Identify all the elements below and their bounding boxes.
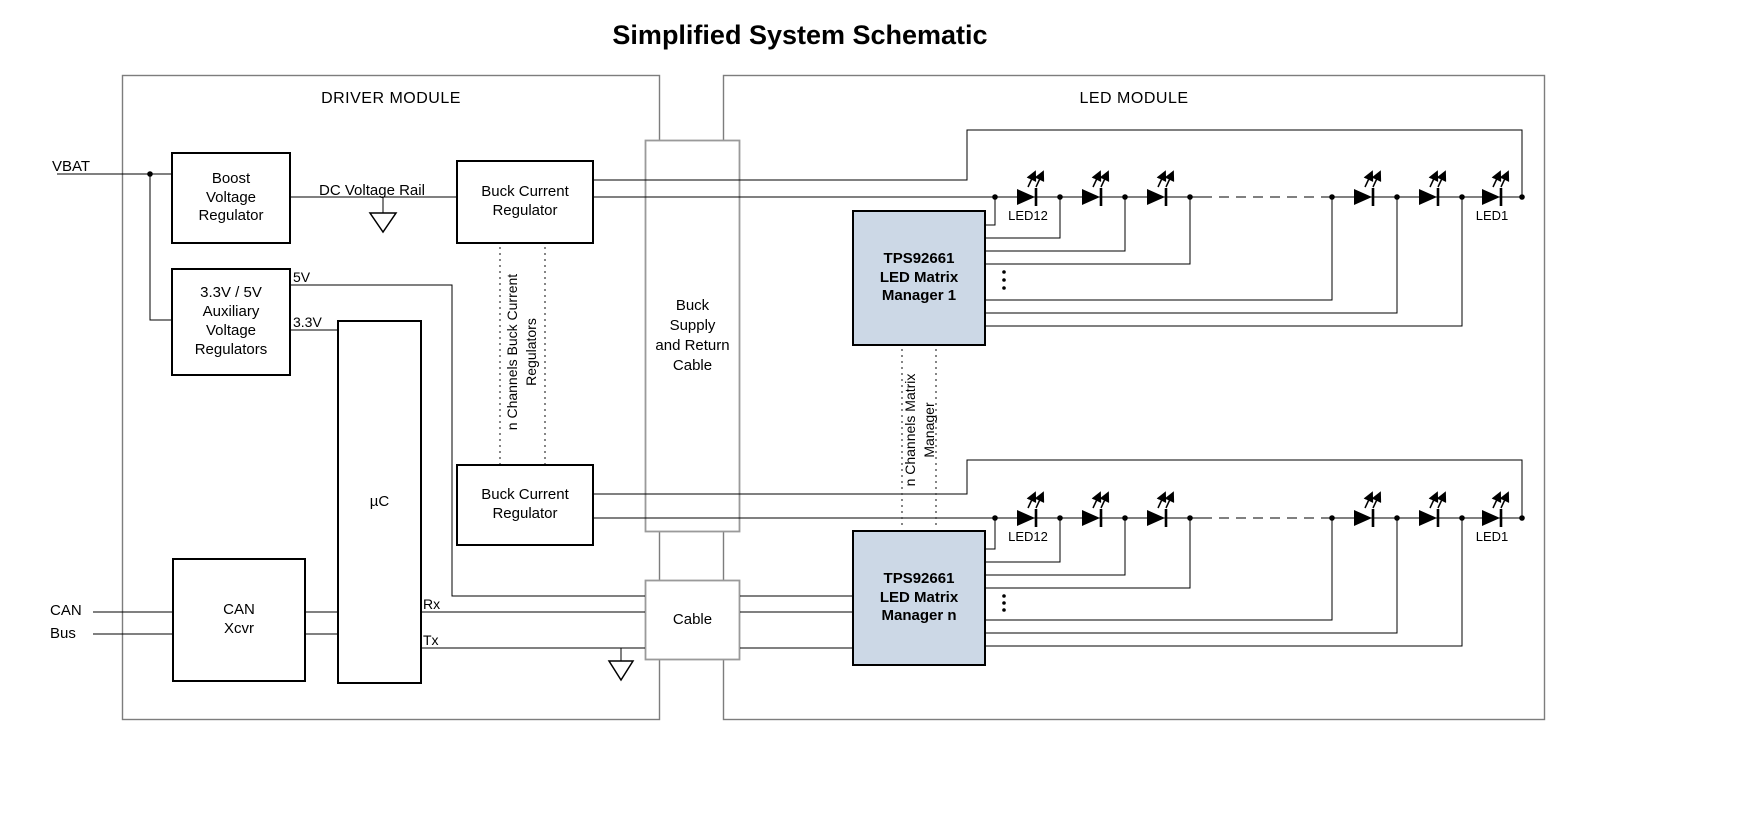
buck-cable-label: Buck Supply and Return Cable <box>655 296 730 375</box>
more-channels-ellipsis <box>1002 270 1006 612</box>
led-module-outline <box>722 74 1546 721</box>
bottom-tap-3 <box>982 518 1126 576</box>
bottom-tap-4 <box>982 518 1191 589</box>
tx-label: Tx <box>423 632 439 648</box>
boost-regulator-label: Boost Voltage Regulator <box>198 169 264 225</box>
led-diode-icon <box>1482 172 1508 206</box>
led-string-top <box>1017 172 1508 206</box>
top-tap-7 <box>982 197 1463 327</box>
led1-bottom-label: LED1 <box>1475 529 1509 544</box>
matrix-channels-note: n Channels Matrix Manager <box>902 373 937 487</box>
ground-symbols <box>368 212 635 682</box>
led1-top-label: LED1 <box>1475 208 1509 223</box>
led-string-bottom <box>1017 493 1508 527</box>
matrix-manager-1-box: TPS92661 LED Matrix Manager 1 <box>852 210 986 346</box>
led-diode-icon <box>1482 493 1508 527</box>
led-diode-icon <box>1017 172 1043 206</box>
led-diode-icon <box>1082 493 1108 527</box>
signal-cable-box <box>644 579 741 661</box>
bottom-return-wire <box>590 459 1523 518</box>
led-diode-icon <box>1419 172 1445 206</box>
led12-bottom-label: LED12 <box>1008 529 1048 544</box>
v5-label: 5V <box>293 269 311 285</box>
buck-regulator-top-label: Buck Current Regulator <box>481 183 569 219</box>
led-diode-icon <box>1354 493 1380 527</box>
v33-label: 3.3V <box>293 314 322 330</box>
wires <box>57 129 1523 661</box>
mcu-label: µC <box>369 492 390 510</box>
top-tap-1 <box>982 197 996 226</box>
led-diode-icon <box>1354 172 1380 206</box>
ground-icon <box>368 212 398 234</box>
top-tap-2 <box>982 197 1061 239</box>
cable-boxes <box>644 139 741 661</box>
bottom-tap-7 <box>982 518 1463 647</box>
rx-label: Rx <box>423 596 441 612</box>
top-tap-6 <box>982 197 1398 314</box>
v5-wire <box>287 284 645 597</box>
bottom-tap-2 <box>982 518 1061 563</box>
matrix-manager-n-label: TPS92661 LED Matrix Manager n <box>879 569 959 625</box>
junction-dots <box>147 171 1525 521</box>
led-diode-icon <box>1147 172 1173 206</box>
mcu-box: µC <box>337 320 422 684</box>
can-bus-label: CAN Bus <box>50 602 82 643</box>
led-module-label: LED MODULE <box>1079 90 1189 107</box>
top-tap-4 <box>982 197 1191 265</box>
led-diode-icon <box>1017 493 1043 527</box>
module-outlines <box>121 74 1546 721</box>
top-tap-3 <box>982 197 1126 252</box>
bottom-tap-1 <box>982 518 996 550</box>
top-tap-5 <box>982 197 1333 301</box>
buck-regulator-top-box: Buck Current Regulator <box>456 160 594 244</box>
vbat-label: VBAT <box>52 158 91 175</box>
matrix-manager-1-label: TPS92661 LED Matrix Manager 1 <box>879 249 959 305</box>
bottom-tap-5 <box>982 518 1333 621</box>
dc-rail-label: DC Voltage Rail <box>319 182 425 199</box>
buck-regulator-bottom-label: Buck Current Regulator <box>481 486 569 522</box>
led-diode-icon <box>1082 172 1108 206</box>
top-return-wire <box>590 129 1523 197</box>
led-diode-icon <box>1147 493 1173 527</box>
led-diode-icon <box>1419 493 1445 527</box>
can-xcvr-box: CAN Xcvr <box>172 558 306 682</box>
led12-top-label: LED12 <box>1008 208 1048 223</box>
aux-regulators-label: 3.3V / 5V Auxiliary Voltage Regulators <box>194 284 268 358</box>
buck-channels-note: n Channels Buck Current Regulators <box>504 273 539 431</box>
buck-cable-box <box>644 139 741 533</box>
matrix-manager-n-box: TPS92661 LED Matrix Manager n <box>852 530 986 666</box>
continuation-dotted-lines <box>499 241 937 529</box>
vbat-branch-wire <box>149 174 171 321</box>
buck-regulator-bottom-box: Buck Current Regulator <box>456 464 594 546</box>
boost-regulator-box: Boost Voltage Regulator <box>171 152 291 244</box>
signal-cable-label: Cable <box>672 610 713 628</box>
can-xcvr-label: CAN Xcvr <box>223 601 255 637</box>
driver-module-label: DRIVER MODULE <box>321 90 461 107</box>
ground-icon <box>607 660 635 682</box>
bottom-tap-6 <box>982 518 1398 634</box>
page-title: Simplified System Schematic <box>612 20 988 50</box>
aux-regulators-box: 3.3V / 5V Auxiliary Voltage Regulators <box>171 268 291 376</box>
